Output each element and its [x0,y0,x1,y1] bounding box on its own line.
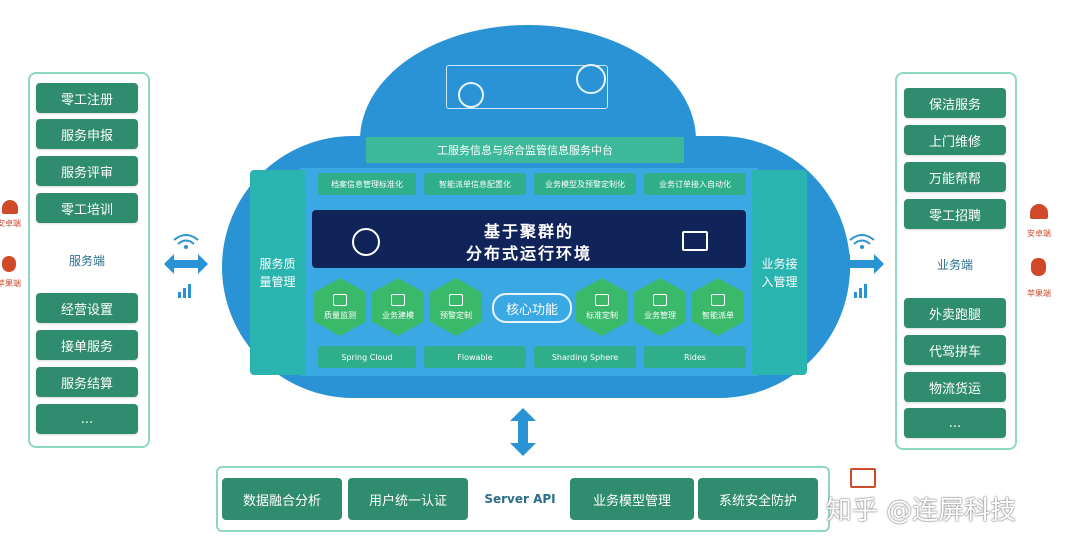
core-title-line1: 基于聚群的 [483,222,574,241]
right-item-5[interactable]: 外卖跑腿 [904,298,1006,328]
tech-2: Flowable [424,346,526,368]
vertical-arrow-icon [510,408,536,456]
tech-3: Sharding Sphere [534,346,636,368]
tech-4: Rides [644,346,746,368]
right-item-2[interactable]: 上门维修 [904,125,1006,155]
server-icon [682,231,708,251]
left-item-6[interactable]: 接单服务 [36,330,138,360]
watermark: 知乎 @连屏科技 [826,496,1017,526]
bottom-btn-3[interactable]: 业务模型管理 [570,478,694,520]
hex-icon [711,293,725,306]
left-column: 服务质量管理 [250,170,305,375]
apple-icon [1031,258,1046,276]
cluster-icon [352,228,380,256]
hex-icon [391,293,405,306]
server-api-label: Server API [484,492,556,506]
core-title-line2: 分布式运行环境 [465,244,592,263]
globe-icon [576,64,606,94]
inner-area [300,168,758,376]
right-connector-icon [840,234,884,298]
computer-icon [850,468,876,488]
right-item-8[interactable]: ... [904,408,1006,438]
left-connector-icon [164,234,208,298]
apple-icon [2,256,16,272]
android-label: 安卓端 [0,219,21,228]
hex-label: 智能派单 [702,310,734,320]
left-panel-label: 服务端 [68,254,105,268]
hex-icon [333,293,347,306]
hex-label: 质量监测 [324,310,356,320]
bottom-btn-2[interactable]: 用户统一认证 [348,478,468,520]
right-item-1[interactable]: 保洁服务 [904,88,1006,118]
left-column-label: 服务质量管理 [259,256,296,289]
cloud-banner: 工服务信息与综合监管信息服务中台 [366,137,684,163]
hex-6[interactable]: 智能派单 [692,278,744,336]
tag-1: 档案信息管理标准化 [318,173,416,195]
tag-3: 业务模型及预警定制化 [534,173,636,195]
left-item-2[interactable]: 服务申报 [36,119,138,149]
hex-label: 业务建模 [382,310,414,320]
left-item-3[interactable]: 服务评审 [36,156,138,186]
left-item-8[interactable]: ... [36,404,138,434]
left-item-4[interactable]: 零工培训 [36,193,138,223]
android-icon [2,200,18,214]
hex-label: 业务管理 [644,310,676,320]
right-panel-label: 业务端 [936,258,973,272]
logo-icon [458,82,484,108]
logo-box [446,65,608,109]
right-item-6[interactable]: 代驾拼车 [904,335,1006,365]
right-item-4[interactable]: 零工招聘 [904,199,1006,229]
hex-4[interactable]: 标准定制 [576,278,628,336]
hex-5[interactable]: 业务管理 [634,278,686,336]
right-item-3[interactable]: 万能帮帮 [904,162,1006,192]
hex-label: 预警定制 [440,310,472,320]
tag-2: 智能派单信息配置化 [424,173,526,195]
bottom-btn-1[interactable]: 数据融合分析 [222,478,342,520]
left-item-1[interactable]: 零工注册 [36,83,138,113]
hex-icon [653,293,667,306]
right-item-7[interactable]: 物流货运 [904,372,1006,402]
bottom-btn-4[interactable]: 系统安全防护 [698,478,818,520]
apple-label: 苹果端 [0,279,21,288]
tech-1: Spring Cloud [318,346,416,368]
tag-4: 业务订单接入自动化 [644,173,746,195]
hex-label: 标准定制 [586,310,618,320]
apple-label: 苹果端 [1027,289,1051,298]
hex-icon [595,293,609,306]
left-item-5[interactable]: 经营设置 [36,293,138,323]
right-column: 业务接入管理 [752,170,807,375]
android-label: 安卓端 [1027,229,1051,238]
left-item-7[interactable]: 服务结算 [36,367,138,397]
core-box: 基于聚群的 分布式运行环境 [312,210,746,268]
core-function-label: 核心功能 [492,293,572,323]
right-column-label: 业务接入管理 [761,256,798,289]
hex-icon [449,293,463,306]
android-icon [1030,204,1048,219]
